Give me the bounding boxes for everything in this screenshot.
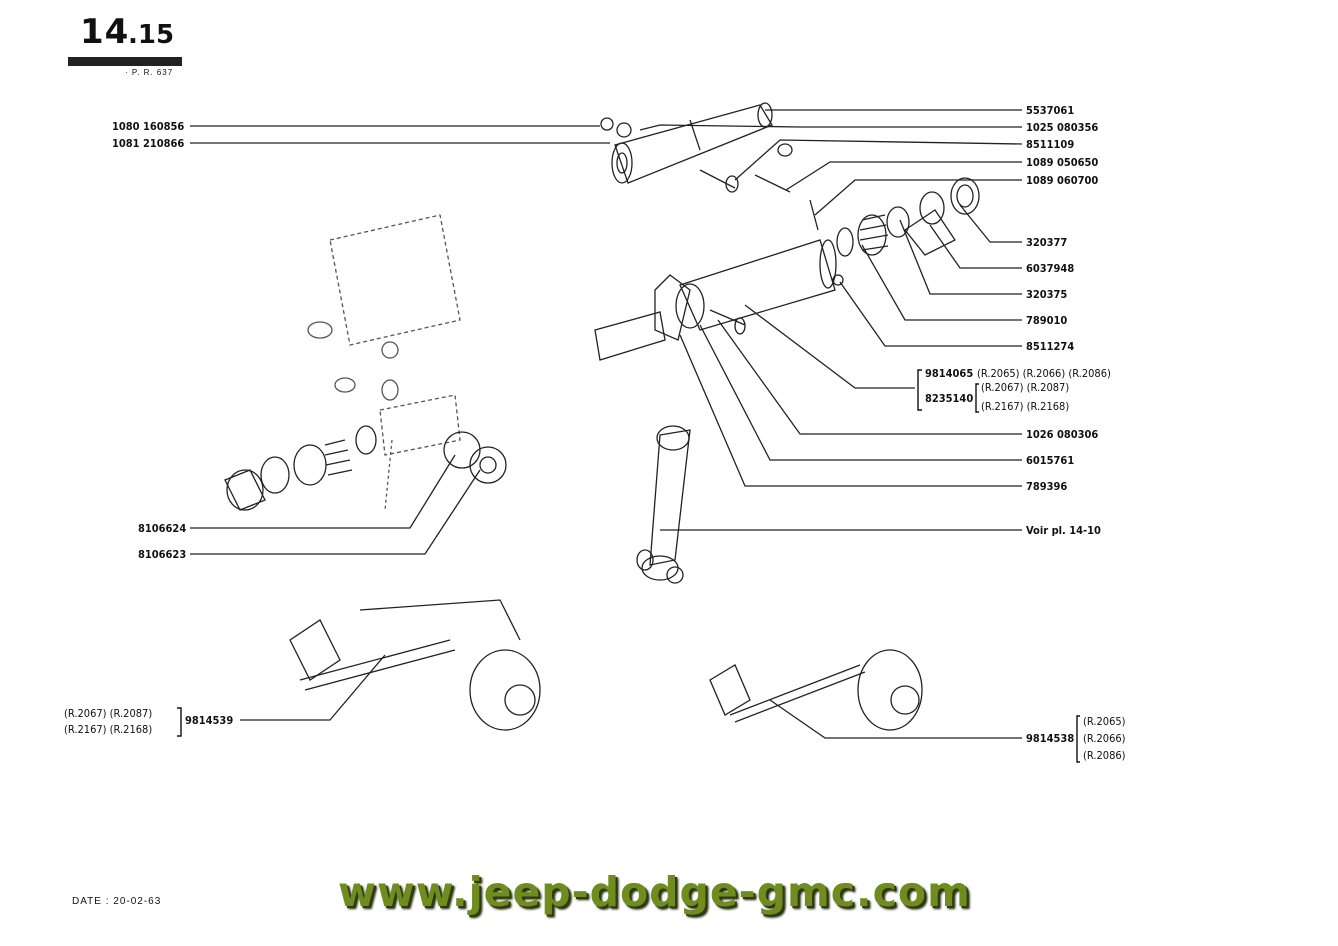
part-label-789010: 789010 xyxy=(1026,314,1068,327)
part-label-1025-080356: 1025 080356 xyxy=(1026,121,1099,134)
part-label-9814538: 9814538 xyxy=(1026,732,1075,745)
part-label-1026-080306: 1026 080306 xyxy=(1026,428,1099,441)
part-label-8511109: 8511109 xyxy=(1026,138,1075,151)
model-list-9814538-3: (R.2086) xyxy=(1083,749,1126,762)
model-list-9814065: (R.2065) (R.2066) (R.2086) xyxy=(977,367,1111,380)
plate-date: DATE : 20-02-63 xyxy=(72,896,162,907)
left-spring-group xyxy=(224,425,507,511)
part-label-320375: 320375 xyxy=(1026,288,1068,301)
part-label-1089-050650: 1089 050650 xyxy=(1026,156,1099,169)
model-list-9814538-2: (R.2066) xyxy=(1083,732,1126,745)
part-label-8511274: 8511274 xyxy=(1026,340,1075,353)
model-list-9814539-a: (R.2067) (R.2087) xyxy=(64,707,153,720)
part-label-6037948: 6037948 xyxy=(1026,262,1075,275)
plate-subnumber: .15 xyxy=(128,20,175,50)
upper-tube-assembly xyxy=(600,102,819,231)
model-list-8235140-a: (R.2067) (R.2087) xyxy=(981,381,1070,394)
part-label-320377: 320377 xyxy=(1026,236,1068,249)
part-label-5537061: 5537061 xyxy=(1026,104,1075,117)
part-label-8235140: 8235140 xyxy=(925,392,974,405)
part-label-1080-160856: 1080 160856 xyxy=(112,120,185,133)
model-list-8235140-b: (R.2167) (R.2168) xyxy=(981,400,1070,413)
header-rule xyxy=(68,57,182,66)
part-label-9814065: 9814065 xyxy=(925,367,974,380)
part-label-1081-210866: 1081 210866 xyxy=(112,137,185,150)
part-label-1089-060700: 1089 060700 xyxy=(1026,174,1099,187)
part-label-9814539: 9814539 xyxy=(185,714,234,727)
right-axle-assembly xyxy=(709,649,923,731)
part-label-8106623: 8106623 xyxy=(138,548,187,561)
left-exploded-group xyxy=(307,214,461,511)
plate-number: 14 xyxy=(80,12,130,52)
model-list-9814539-b: (R.2167) (R.2168) xyxy=(64,723,153,736)
main-tube-assembly xyxy=(594,177,980,361)
part-label-8106624: 8106624 xyxy=(138,522,187,535)
model-list-9814538-1: (R.2065) xyxy=(1083,715,1126,728)
website-watermark: www.jeep-dodge-gmc.com xyxy=(338,868,971,916)
left-axle-assembly xyxy=(289,599,541,731)
part-label-6015761: 6015761 xyxy=(1026,454,1075,467)
cross-reference-label: Voir pl. 14-10 xyxy=(1026,524,1101,537)
plate-reference: · P. R. 637 xyxy=(125,68,174,77)
leader-lines xyxy=(190,109,1023,739)
bracket-9814065-8235140 xyxy=(917,369,922,411)
part-label-789396: 789396 xyxy=(1026,480,1068,493)
pitman-arm xyxy=(636,425,691,584)
